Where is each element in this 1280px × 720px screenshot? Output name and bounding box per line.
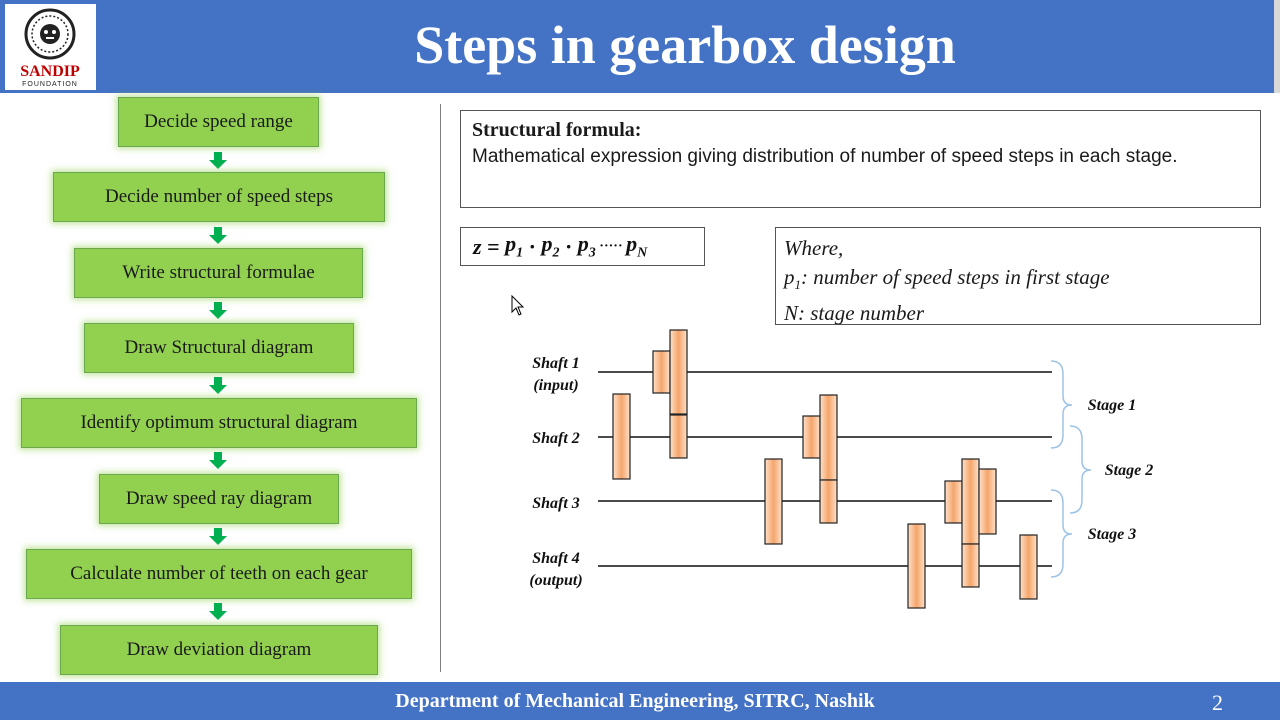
stage-1-brace	[1050, 360, 1073, 449]
stage-2-brace	[1069, 425, 1092, 514]
formula-p3: p3	[577, 231, 596, 261]
formula-p2: p2	[541, 231, 560, 261]
slide-title: Steps in gearbox design	[414, 15, 956, 75]
stage-2-label: Stage 2	[1105, 462, 1153, 479]
shaft-4-sublabel: (output)	[529, 572, 582, 589]
logo-text: SANDIP	[20, 63, 80, 80]
gear	[764, 458, 783, 545]
gear	[612, 393, 631, 480]
where-line-1: Where,	[784, 236, 844, 260]
gear	[944, 480, 963, 524]
flow-step-5: Identify optimum structural diagram	[21, 398, 417, 448]
gear	[669, 329, 688, 415]
where-line-2: p1: number of speed steps in first stage	[784, 265, 1110, 293]
slide-number: 2	[1212, 690, 1223, 715]
stage-3-label: Stage 3	[1088, 526, 1136, 543]
gear	[819, 394, 838, 481]
flow-step-8: Draw deviation diagram	[60, 625, 378, 675]
flow-step-4: Draw Structural diagram	[84, 323, 354, 373]
gear	[652, 350, 671, 394]
shaft-1-sublabel: (input)	[533, 377, 578, 394]
lion-emblem-icon: SANDIP FOUNDATION	[20, 8, 80, 88]
gear	[819, 479, 838, 524]
formula-z: z	[473, 233, 482, 259]
mouse-cursor-icon	[511, 295, 525, 316]
flow-step-3: Write structural formulae	[74, 248, 363, 298]
gear	[978, 468, 997, 535]
shaft-4-label: Shaft 4	[532, 550, 580, 567]
logo-subtext: FOUNDATION	[22, 81, 78, 88]
gear	[961, 458, 980, 545]
structural-formula-description: Mathematical expression giving distribut…	[472, 146, 1178, 167]
flow-step-7: Calculate number of teeth on each gear	[26, 549, 412, 599]
stage-1-label: Stage 1	[1088, 397, 1136, 414]
formula-pN: pN	[626, 231, 648, 261]
flow-step-2: Decide number of speed steps	[53, 172, 385, 222]
shaft-3-label: Shaft 3	[532, 495, 580, 512]
where-line-3: N: stage number	[784, 301, 924, 326]
formula-box: z = p1 · p2 · p3 ····· pN	[460, 227, 705, 266]
where-box: Where, p1: number of speed steps in firs…	[775, 227, 1261, 325]
formula-p1: p1	[505, 231, 524, 261]
gear	[961, 543, 980, 588]
footer-bar: Department of Mechanical Engineering, SI…	[0, 682, 1280, 720]
gearbox-structural-diagram: Shaft 1 (input) Shaft 2 Shaft 3 Shaft 4 …	[529, 329, 1153, 609]
scrollbar-strip	[1274, 0, 1280, 93]
sandip-logo: SANDIP FOUNDATION	[5, 4, 96, 90]
gear	[802, 415, 821, 459]
flow-step-1: Decide speed range	[118, 97, 319, 147]
stage-3-brace	[1050, 489, 1073, 578]
structural-formula-box: Structural formula: Mathematical express…	[460, 110, 1261, 208]
gear	[669, 414, 688, 459]
flow-step-6: Draw speed ray diagram	[99, 474, 339, 524]
footer-text: Department of Mechanical Engineering, SI…	[395, 690, 875, 712]
gear	[907, 523, 926, 609]
header-bar: SANDIP FOUNDATION Steps in gearbox desig…	[0, 0, 1280, 93]
vertical-divider	[440, 104, 441, 672]
formula-equals: =	[481, 233, 506, 259]
gear	[1019, 534, 1038, 600]
structural-formula-title: Structural formula:	[472, 119, 642, 141]
shaft-1-label: Shaft 1	[532, 355, 580, 372]
shaft-2-label: Shaft 2	[532, 430, 580, 447]
